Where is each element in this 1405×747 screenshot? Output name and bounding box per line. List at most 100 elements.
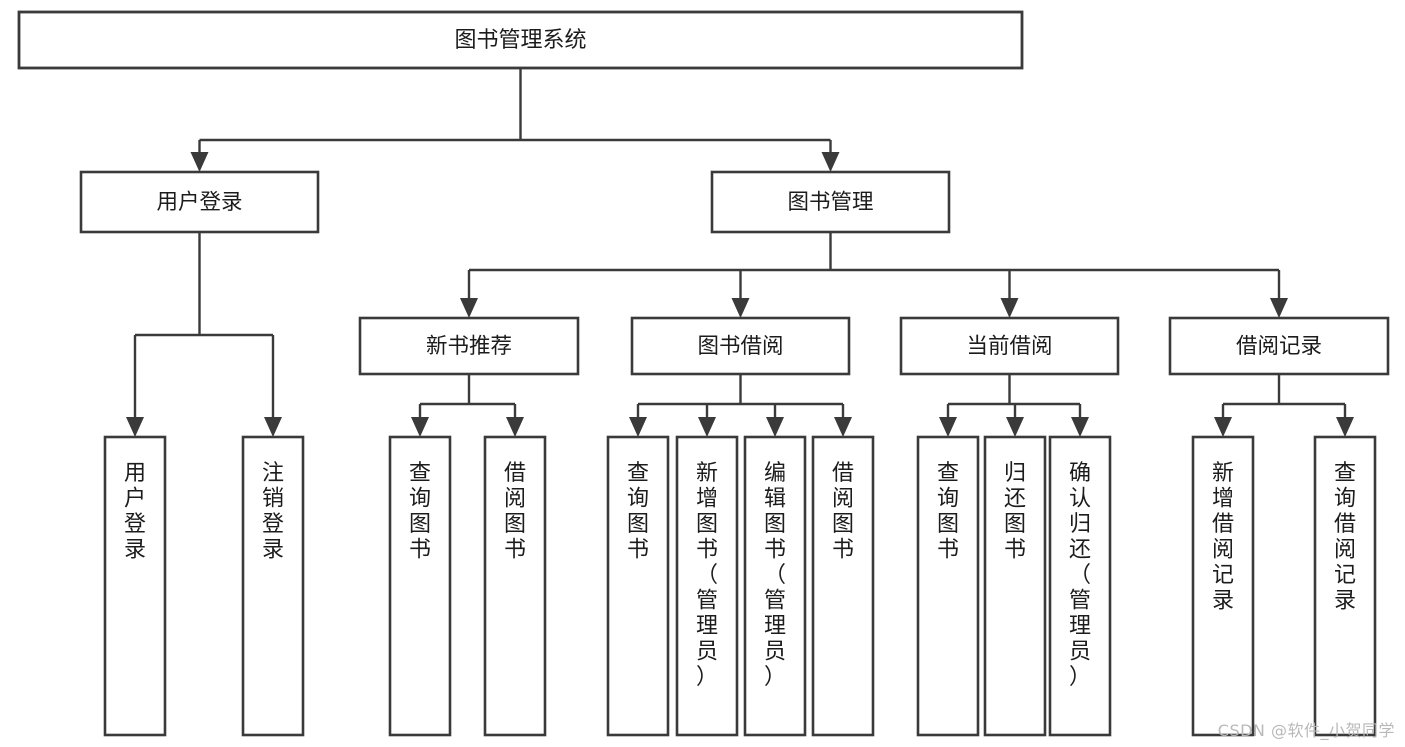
node-新书推荐[interactable]: 新书推荐 — [358, 316, 580, 376]
node-label-char: 户 — [124, 486, 146, 511]
node-box — [899, 316, 1120, 376]
node-label-char: 用 — [124, 461, 146, 486]
node-box — [811, 435, 875, 737]
node-box — [743, 435, 807, 737]
arrow-head-to-查询图书 — [411, 417, 429, 437]
node-label-char: 阅 — [1212, 537, 1234, 562]
node-box — [606, 435, 670, 737]
arrow-head-to-图书借阅 — [731, 298, 750, 318]
arrow-head-to-查询图书 — [629, 417, 647, 437]
arrow-head-to-归还图书 — [1006, 417, 1024, 437]
node-box — [103, 435, 167, 737]
node-box — [483, 435, 547, 737]
node-label-char: 录 — [262, 537, 284, 562]
node-用户登录[interactable]: 用户登录 — [79, 170, 320, 234]
node-label-char: 图 — [1004, 512, 1026, 537]
node-label: 图书管理 — [787, 190, 873, 215]
node-layer: 图书管理系统用户登录图书管理用户登录注销登录新书推荐查询图书借阅图书图书借阅查询… — [17, 10, 1390, 737]
node-借阅记录[interactable]: 借阅记录 — [1168, 316, 1390, 376]
node-label-char: 辑 — [764, 486, 786, 511]
node-label-char: 询 — [1334, 486, 1356, 511]
node-用户登录[interactable]: 用户登录 — [103, 435, 167, 737]
node-label-char: ） — [1069, 665, 1091, 690]
node-label-char: 归 — [1004, 461, 1026, 486]
node-图书借阅[interactable]: 图书借阅 — [630, 316, 851, 376]
node-label-char: 新 — [1212, 461, 1234, 486]
node-box — [1191, 435, 1255, 737]
node-label-char: 理 — [764, 614, 786, 639]
arrow-head-to-用户登录 — [190, 152, 209, 172]
arrow-head-to-查询图书 — [939, 417, 957, 437]
node-label-char: 书 — [832, 537, 854, 562]
node-label-char: 录 — [1334, 588, 1356, 613]
node-label-char: 书 — [696, 537, 718, 562]
node-label-char: 查 — [1334, 461, 1356, 486]
arrow-head-to-借阅记录 — [1270, 298, 1288, 318]
node-label-char: 书 — [409, 537, 431, 562]
node-label-vertical: 用户登录 — [124, 461, 146, 563]
node-label-char: 员 — [696, 639, 718, 664]
node-box — [710, 170, 951, 234]
arrow-head-to-新增图书管理员 — [698, 417, 716, 437]
node-label-char: 录 — [124, 537, 146, 562]
node-label-char: 查 — [937, 461, 959, 486]
arrow-head-to-确认归还管理员 — [1071, 417, 1089, 437]
node-label-char: 查 — [627, 461, 649, 486]
node-label-char: 图 — [937, 512, 959, 537]
arrow-head-to-注销登录 — [264, 417, 282, 437]
node-当前借阅[interactable]: 当前借阅 — [899, 316, 1120, 376]
node-box — [1048, 435, 1112, 737]
node-label-char: 借 — [1334, 512, 1356, 537]
node-label-char: 借 — [504, 461, 526, 486]
node-图书管理[interactable]: 图书管理 — [710, 170, 951, 234]
node-box — [17, 10, 1024, 70]
node-label-char: 登 — [262, 512, 284, 537]
node-box — [1168, 316, 1390, 376]
node-label-char: 询 — [627, 486, 649, 511]
node-label-char: 管 — [764, 588, 786, 613]
node-label-char: 录 — [1212, 588, 1234, 613]
node-label: 新书推荐 — [426, 334, 512, 359]
node-box — [79, 170, 320, 234]
node-box — [630, 316, 851, 376]
node-label-char: 图 — [696, 512, 718, 537]
node-label-char: 询 — [937, 486, 959, 511]
node-图书管理系统[interactable]: 图书管理系统 — [17, 10, 1024, 70]
arrow-head-to-新增借阅记录 — [1214, 417, 1232, 437]
node-label-char: 图 — [627, 512, 649, 537]
node-label-char: 还 — [1004, 486, 1026, 511]
node-label-char: 理 — [696, 614, 718, 639]
node-label-char: 书 — [627, 537, 649, 562]
node-label-char: 图 — [832, 512, 854, 537]
node-label-char: 记 — [1212, 563, 1234, 588]
arrow-head-to-图书管理 — [821, 152, 840, 172]
node-label-char: 理 — [1069, 614, 1091, 639]
node-label-char: 图 — [409, 512, 431, 537]
node-box — [1313, 435, 1377, 737]
node-label-char: 阅 — [504, 486, 526, 511]
node-box — [241, 435, 305, 737]
arrow-head-to-借阅图书 — [834, 417, 852, 437]
node-label: 借阅记录 — [1236, 334, 1322, 359]
node-label-char: 借 — [832, 461, 854, 486]
node-label: 当前借阅 — [966, 334, 1052, 359]
